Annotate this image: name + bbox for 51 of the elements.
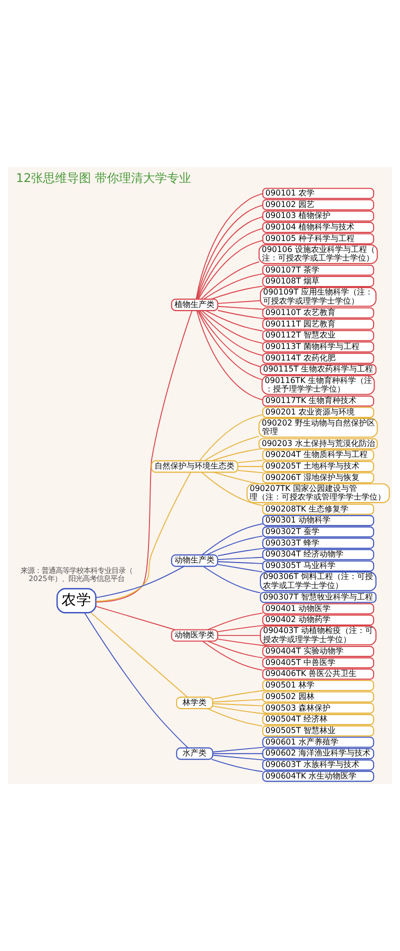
connector (237, 460, 264, 463)
connector (95, 606, 176, 630)
connector (199, 414, 264, 462)
connector (210, 286, 264, 300)
connector (217, 310, 268, 320)
connector (96, 566, 185, 598)
diagram-title: 12张思维导图 带你理清大学专业 (16, 170, 192, 185)
connector (84, 612, 188, 748)
connector (202, 640, 264, 671)
connector (207, 612, 264, 630)
connector (217, 638, 272, 647)
connector (205, 310, 264, 332)
connector (95, 310, 192, 602)
connector (90, 612, 188, 698)
connector (217, 548, 266, 556)
connector (212, 690, 266, 700)
connector (200, 310, 264, 356)
connector (96, 472, 192, 602)
connector (217, 624, 267, 632)
connector (206, 536, 264, 556)
connector (211, 448, 262, 462)
connector (217, 634, 261, 636)
connector (201, 310, 264, 344)
connector (202, 566, 261, 594)
connector (198, 310, 261, 368)
connector (212, 706, 271, 715)
connector (202, 523, 264, 556)
connector (211, 758, 264, 772)
connector (217, 561, 264, 564)
connector (217, 564, 263, 572)
connector (198, 240, 264, 300)
connector (212, 754, 264, 760)
connector (212, 753, 264, 754)
connector (197, 310, 262, 380)
connector (208, 640, 264, 658)
connector (212, 746, 264, 752)
node-box: 农学 (56, 588, 96, 614)
connector (196, 310, 264, 400)
connector (217, 306, 264, 310)
connector (206, 708, 264, 727)
connector (212, 699, 264, 702)
connector (204, 436, 260, 462)
connector (200, 261, 260, 300)
connector (237, 470, 264, 474)
connector (201, 472, 264, 506)
connector (213, 472, 260, 484)
connector (217, 300, 261, 304)
connector (203, 273, 264, 300)
connector (212, 703, 264, 706)
connector (237, 466, 264, 467)
connector (217, 556, 264, 560)
